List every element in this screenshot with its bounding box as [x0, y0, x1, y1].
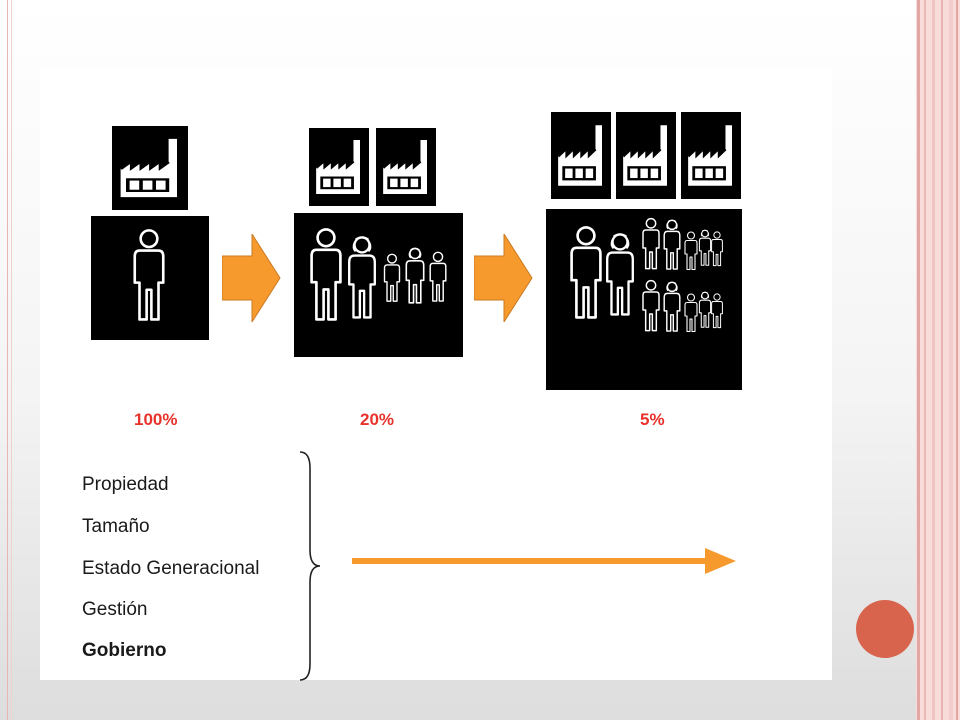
person-icon	[642, 279, 660, 332]
person-icon	[698, 291, 712, 328]
person-icon	[684, 293, 698, 333]
person-icon	[698, 229, 712, 266]
person-icon	[310, 228, 342, 321]
dimension-item: Tamaño	[82, 516, 150, 537]
dimension-item: Propiedad	[82, 474, 169, 495]
factory-icon	[309, 128, 369, 206]
person-icon	[132, 228, 166, 322]
accent-circle	[856, 600, 914, 658]
factory-icon	[112, 126, 188, 210]
dimension-item: Estado Generacional	[82, 558, 260, 579]
factory-icon	[616, 112, 676, 199]
person-icon	[684, 231, 698, 271]
person-icon	[605, 233, 635, 316]
percent-label-stage-1: 100%	[134, 410, 178, 429]
factory-icon	[551, 112, 611, 199]
arrow-icon	[222, 234, 281, 322]
person-icon	[347, 236, 377, 319]
person-icon	[429, 251, 447, 302]
factory-icon	[681, 112, 741, 199]
arrow-icon	[474, 234, 533, 322]
right-border-stripes	[916, 0, 960, 720]
people-group-stage-1	[91, 216, 209, 340]
curly-brace	[299, 451, 321, 681]
long-arrow-icon	[352, 548, 736, 574]
person-icon	[383, 253, 401, 302]
person-icon	[405, 247, 425, 304]
person-icon	[663, 219, 681, 270]
dimension-item: Gestión	[82, 599, 148, 620]
dimension-item: Gobierno	[82, 640, 167, 661]
person-icon	[642, 217, 660, 270]
percent-label-stage-2: 20%	[360, 410, 395, 429]
left-border-line	[7, 0, 8, 720]
factory-icon	[376, 128, 436, 206]
people-group-stage-3	[546, 209, 742, 390]
person-icon	[711, 293, 723, 329]
left-border-line-inner	[11, 0, 12, 720]
person-icon	[711, 231, 723, 267]
percent-label-stage-3: 5%	[640, 410, 665, 429]
people-group-stage-2	[294, 213, 463, 357]
person-icon	[663, 281, 681, 332]
person-icon	[570, 226, 602, 319]
